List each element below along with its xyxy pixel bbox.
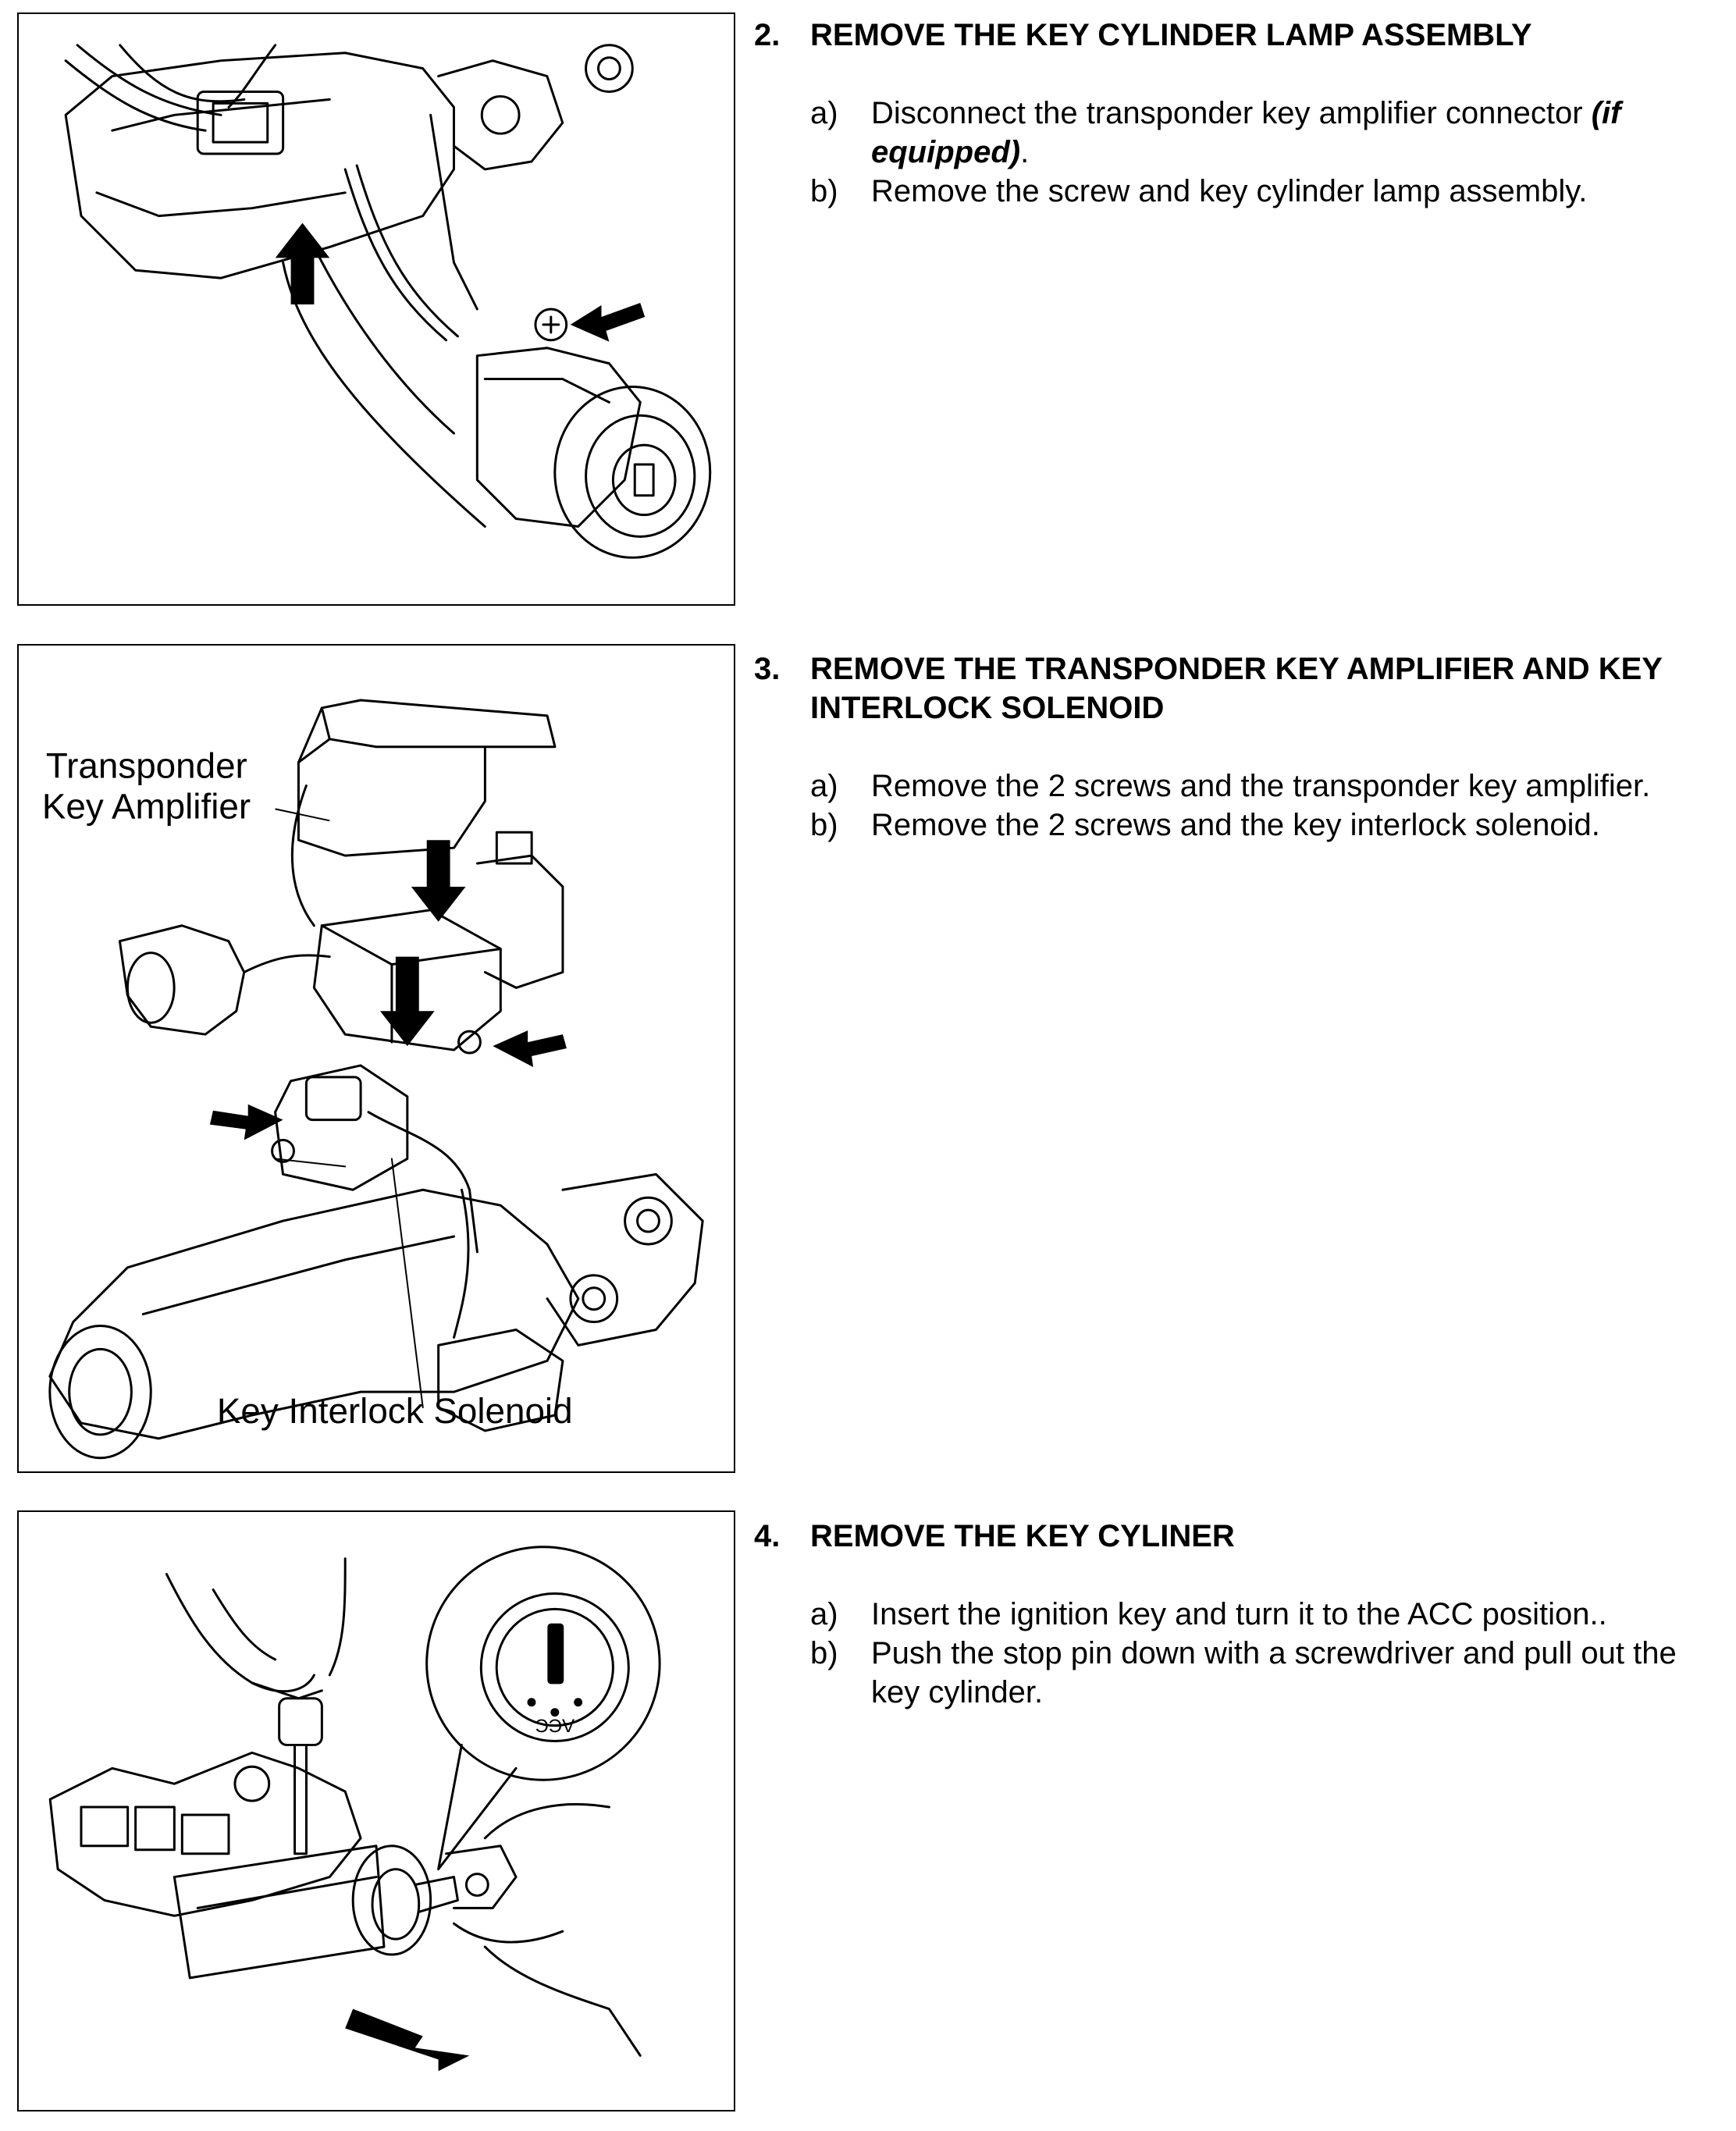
- step-title: REMOVE THE KEY CYLINER: [810, 1519, 1235, 1553]
- substep-letter: a): [810, 769, 838, 803]
- substep-text: Push the stop pin down with a screwdrive…: [871, 1636, 1677, 1709]
- label-transponder: Transponder: [46, 746, 247, 786]
- step-2: 2. REMOVE THE KEY CYLINDER LAMP ASSEMBLY…: [754, 16, 1722, 211]
- arrow-down-icon: [411, 840, 466, 922]
- label-key-amplifier: Key Amplifier: [42, 786, 251, 826]
- substep-text: Remove the 2 screws and the key interloc…: [871, 808, 1600, 842]
- substep-emphasis: (if equipped): [871, 96, 1621, 169]
- label-key-interlock-solenoid: Key Interlock Solenoid: [217, 1391, 573, 1431]
- substep-letter: b): [810, 808, 838, 842]
- step-3: 3. REMOVE THE TRANSPONDER KEY AMPLIFIER …: [754, 649, 1722, 845]
- step-number: 3.: [754, 652, 781, 686]
- substep: a) Insert the ignition key and turn it t…: [810, 1595, 1722, 1634]
- arrow-right-icon: [209, 1104, 283, 1140]
- substep: b) Remove the screw and key cylinder lam…: [810, 172, 1722, 211]
- substep-letter: a): [810, 1597, 838, 1631]
- figure-transponder-solenoid: Transponder Key Amplifier Key Interlock …: [17, 644, 735, 1473]
- substep-text: Disconnect the transponder key amplifier…: [871, 94, 1722, 172]
- arrow-left-icon: [570, 303, 646, 342]
- substep-letter: b): [810, 174, 838, 208]
- transponder-amplifier-solenoid-illustration-icon: Transponder Key Amplifier Key Interlock …: [42, 699, 704, 1460]
- substep-letter: a): [810, 96, 838, 130]
- key-cylinder-lamp-illustration-icon: [64, 44, 712, 559]
- substep: a) Disconnect the transponder key amplif…: [810, 94, 1722, 172]
- step-4: 4. REMOVE THE KEY CYLINER a) Insert the …: [754, 1517, 1722, 1712]
- figure-key-cylinder-lamp: [17, 12, 735, 606]
- step-heading: 3. REMOVE THE TRANSPONDER KEY AMPLIFIER …: [754, 649, 1722, 728]
- arrow-down-icon: [379, 956, 435, 1047]
- figure-key-cylinder-removal: ACC: [17, 1510, 735, 2111]
- substep-suffix: .: [1020, 135, 1030, 169]
- substep: a) Remove the 2 screws and the transpond…: [810, 767, 1722, 806]
- step-title: REMOVE THE TRANSPONDER KEY AMPLIFIER AND…: [810, 652, 1663, 725]
- key-cylinder-removal-illustration-icon: ACC: [48, 1546, 661, 2072]
- substep: b) Remove the 2 screws and the key inter…: [810, 806, 1722, 845]
- substep-text: Remove the 2 screws and the transponder …: [871, 769, 1651, 803]
- step-heading: 2. REMOVE THE KEY CYLINDER LAMP ASSEMBLY: [754, 16, 1722, 55]
- substep-letter: b): [810, 1636, 838, 1670]
- acc-label: ACC: [535, 1715, 575, 1736]
- substep: b) Push the stop pin down with a screwdr…: [810, 1634, 1722, 1712]
- arrow-pull-icon: [345, 2008, 470, 2072]
- arrow-up-icon: [275, 222, 330, 305]
- arrow-left-icon: [493, 1030, 567, 1067]
- step-number: 4.: [754, 1519, 781, 1553]
- step-heading: 4. REMOVE THE KEY CYLINER: [754, 1517, 1722, 1556]
- substep-text-main: Disconnect the transponder key amplifier…: [871, 96, 1592, 130]
- step-number: 2.: [754, 18, 781, 52]
- step-title: REMOVE THE KEY CYLINDER LAMP ASSEMBLY: [810, 18, 1532, 52]
- substep-text: Remove the screw and key cylinder lamp a…: [871, 174, 1588, 208]
- substep-text: Insert the ignition key and turn it to t…: [871, 1597, 1607, 1631]
